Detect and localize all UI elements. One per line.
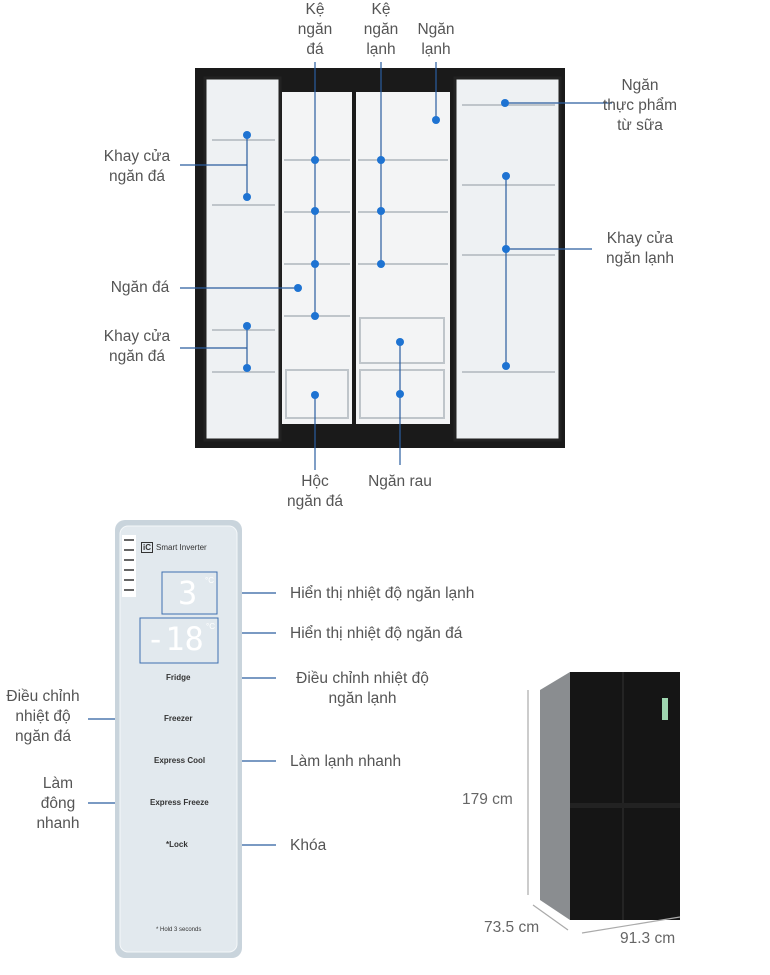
open-fridge-illustration bbox=[195, 68, 565, 448]
lock-button[interactable]: *Lock bbox=[166, 840, 188, 849]
label-fridge-shelf: Kệ ngăn lạnh bbox=[363, 1, 399, 58]
callout-fridge-adjust: Điều chỉnh nhiệt độ ngăn lạnh bbox=[296, 670, 429, 707]
freezer-temp-unit: °C bbox=[206, 622, 215, 631]
label-freezer-compartment: Ngăn đá bbox=[110, 279, 170, 296]
inverter-text: Smart Inverter bbox=[156, 543, 207, 552]
hold-footnote: * Hold 3 seconds bbox=[156, 927, 202, 933]
fridge-button[interactable]: Fridge bbox=[166, 673, 191, 682]
fridge-3d-illustration bbox=[540, 672, 680, 920]
label-freezer-door-tray-top: Khay cửa ngăn đá bbox=[103, 148, 171, 185]
freezer-temp-display: -18 bbox=[146, 620, 204, 658]
express-cool-button[interactable]: Express Cool bbox=[154, 756, 206, 765]
label-dairy-compartment: Ngăn thực phẩm từ sữa bbox=[602, 77, 678, 134]
control-panel-illustration bbox=[115, 520, 242, 958]
dimension-width: 91.3 cm bbox=[620, 930, 676, 947]
label-fridge-door-tray: Khay cửa ngăn lạnh bbox=[605, 230, 675, 267]
callout-express-freeze: Làm đông nhanh bbox=[36, 775, 80, 832]
label-freezer-drawer: Hộc ngăn đá bbox=[286, 473, 344, 510]
label-freezer-shelf: Kệ ngăn đá bbox=[297, 1, 333, 58]
callout-express-cool: Làm lạnh nhanh bbox=[290, 753, 402, 770]
callout-dots bbox=[243, 99, 510, 399]
dimension-depth: 73.5 cm bbox=[484, 919, 540, 936]
dimension-lines bbox=[527, 690, 681, 934]
inverter-badge: iC bbox=[141, 542, 153, 553]
dimension-height: 179 cm bbox=[462, 791, 513, 808]
express-freeze-button[interactable]: Express Freeze bbox=[150, 798, 209, 807]
fridge-temp-unit: °C bbox=[205, 576, 214, 585]
label-fridge-compartment: Ngăn lạnh bbox=[417, 21, 455, 58]
callout-fridge-display: Hiển thị nhiệt độ ngăn lạnh bbox=[290, 585, 475, 602]
label-vegetable-drawer: Ngăn rau bbox=[368, 473, 432, 490]
freezer-button[interactable]: Freezer bbox=[164, 714, 193, 723]
callout-freezer-adjust: Điều chỉnh nhiệt độ ngăn đá bbox=[6, 688, 80, 745]
label-freezer-door-tray-bottom: Khay cửa ngăn đá bbox=[103, 328, 171, 365]
callout-freezer-display: Hiển thị nhiệt độ ngăn đá bbox=[290, 625, 463, 642]
callout-lock: Khóa bbox=[290, 837, 327, 854]
fridge-temp-display: 3 bbox=[178, 574, 198, 612]
